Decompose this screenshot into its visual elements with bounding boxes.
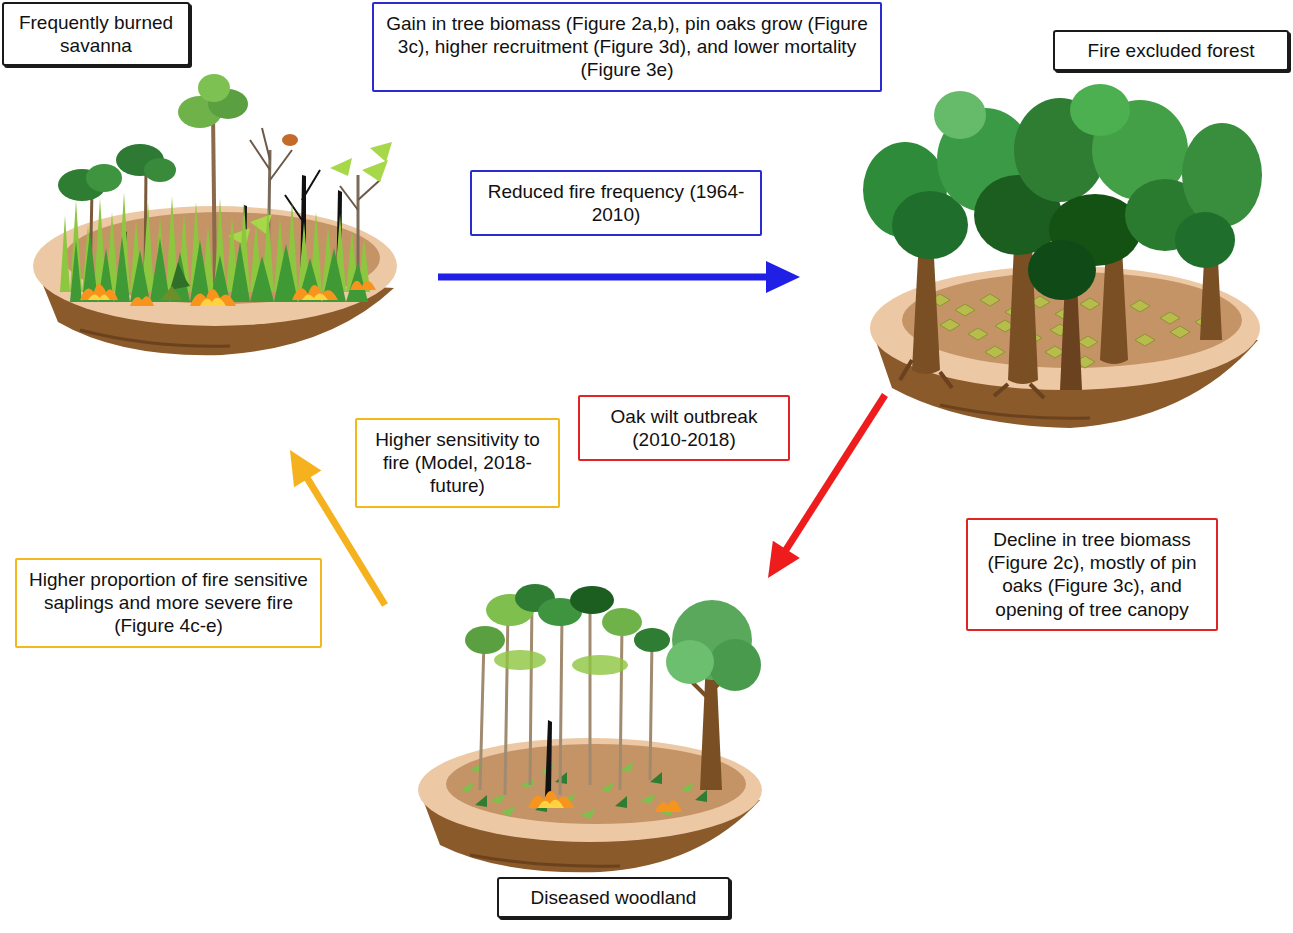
woodland-illustration-part: [465, 626, 505, 654]
process-box: Gain in tree biomass (Figure 2a,b), pin …: [372, 2, 882, 92]
savanna-illustration-part: [228, 214, 272, 246]
scene-label-box: Diseased woodland: [497, 877, 730, 918]
arrow-shaft: [784, 395, 885, 553]
woodland-illustration-part: [572, 655, 628, 675]
woodland-illustration-part-part: [530, 600, 532, 785]
savanna-illustration-part: [144, 158, 176, 182]
node-text: Frequently burned savanna: [14, 11, 178, 57]
forest-illustration: [863, 84, 1262, 428]
node-text: Reduced fire frequency (1964-2010): [484, 180, 748, 226]
scene-label-box: Frequently burned savanna: [2, 2, 190, 66]
savanna-illustration: [33, 74, 397, 355]
woodland-illustration-part: [538, 800, 564, 808]
scene-node: Fire excluded forest: [800, 0, 1293, 395]
woodland-illustration-part: [480, 600, 652, 795]
process-box: Reduced fire frequency (1964-2010): [470, 170, 762, 236]
savanna-illustration-part: [170, 262, 190, 290]
woodland-illustration-part: [602, 608, 642, 636]
savanna-illustration-part: [213, 112, 215, 290]
node-text: Decline in tree biomass (Figure 2c), mos…: [980, 528, 1204, 621]
woodland-illustration-part: [709, 639, 761, 691]
woodland-illustration-part-part: [505, 610, 508, 795]
forest-illustration-part: [1175, 212, 1235, 268]
savanna-illustration-part: [198, 74, 230, 102]
savanna-illustration-part: [86, 164, 122, 192]
node-text: Fire excluded forest: [1065, 39, 1277, 62]
savanna-illustration-part: [80, 330, 230, 346]
node-text: Oak wilt outbreak (2010-2018): [592, 405, 776, 451]
savanna-illustration-part: [350, 281, 376, 290]
forest-illustration-part: [940, 405, 1090, 418]
arrow-head: [768, 541, 800, 578]
forest-illustration-part: [900, 360, 1044, 398]
savanna-illustration-part: [302, 293, 328, 300]
arrow-head: [290, 450, 321, 487]
scene-node: Diseased woodland: [385, 560, 768, 933]
scene-label-box: Fire excluded forest: [1053, 30, 1289, 71]
woodland-illustration-part: [545, 720, 552, 798]
woodland-illustration: [418, 584, 762, 872]
node-text: Higher proportion of fire sensitive sapl…: [29, 568, 308, 638]
savanna-illustration-part: [282, 134, 298, 146]
savanna-illustration-part: [340, 180, 380, 210]
woodland-illustration-part: [494, 650, 546, 670]
arrow-head: [766, 261, 800, 293]
woodland-illustration-part: [655, 800, 682, 812]
savanna-illustration-part: [88, 294, 110, 300]
process-box: Higher proportion of fire sensitive sapl…: [15, 558, 322, 648]
woodland-illustration-part: [460, 762, 714, 819]
savanna-illustration-part: [292, 285, 338, 300]
woodland-illustration-part-part: [650, 640, 652, 780]
node-text: Higher sensitivity to fire (Model, 2018-…: [369, 428, 546, 498]
savanna-illustration-part: [80, 284, 118, 300]
woodland-illustration-part: [528, 791, 574, 808]
savanna-illustration-part: [70, 232, 368, 302]
woodland-illustration-part-part: [560, 615, 562, 795]
woodland-illustration-part-part: [620, 625, 622, 790]
savanna-illustration-part: [160, 286, 182, 300]
forest-illustration-part: [1182, 123, 1262, 227]
process-box: Decline in tree biomass (Figure 2c), mos…: [966, 518, 1218, 631]
forest-illustration-part: [1070, 84, 1130, 136]
savanna-illustration-part: [190, 289, 236, 306]
woodland-illustration-part-part: [480, 640, 484, 790]
woodland-illustration-part: [666, 640, 714, 684]
savanna-illustration-part: [285, 170, 320, 220]
woodland-illustration-part: [570, 586, 614, 614]
savanna-illustration-part: [330, 142, 392, 182]
woodland-illustration-part: [470, 855, 620, 866]
process-box: Oak wilt outbreak (2010-2018): [578, 395, 790, 461]
node-text: Diseased woodland: [509, 886, 718, 909]
forest-illustration-part: [1028, 240, 1096, 300]
woodland-illustration-part: [634, 628, 670, 652]
savanna-illustration-part: [200, 298, 226, 306]
process-box: Higher sensitivity to fire (Model, 2018-…: [355, 418, 560, 508]
forest-illustration-part: [934, 91, 986, 139]
savanna-illustration-part: [130, 296, 154, 306]
node-text: Gain in tree biomass (Figure 2a,b), pin …: [386, 12, 868, 82]
cycle-arrow: [438, 261, 800, 293]
woodland-illustration-part-part: [589, 605, 592, 785]
arrow-shaft: [438, 273, 770, 280]
